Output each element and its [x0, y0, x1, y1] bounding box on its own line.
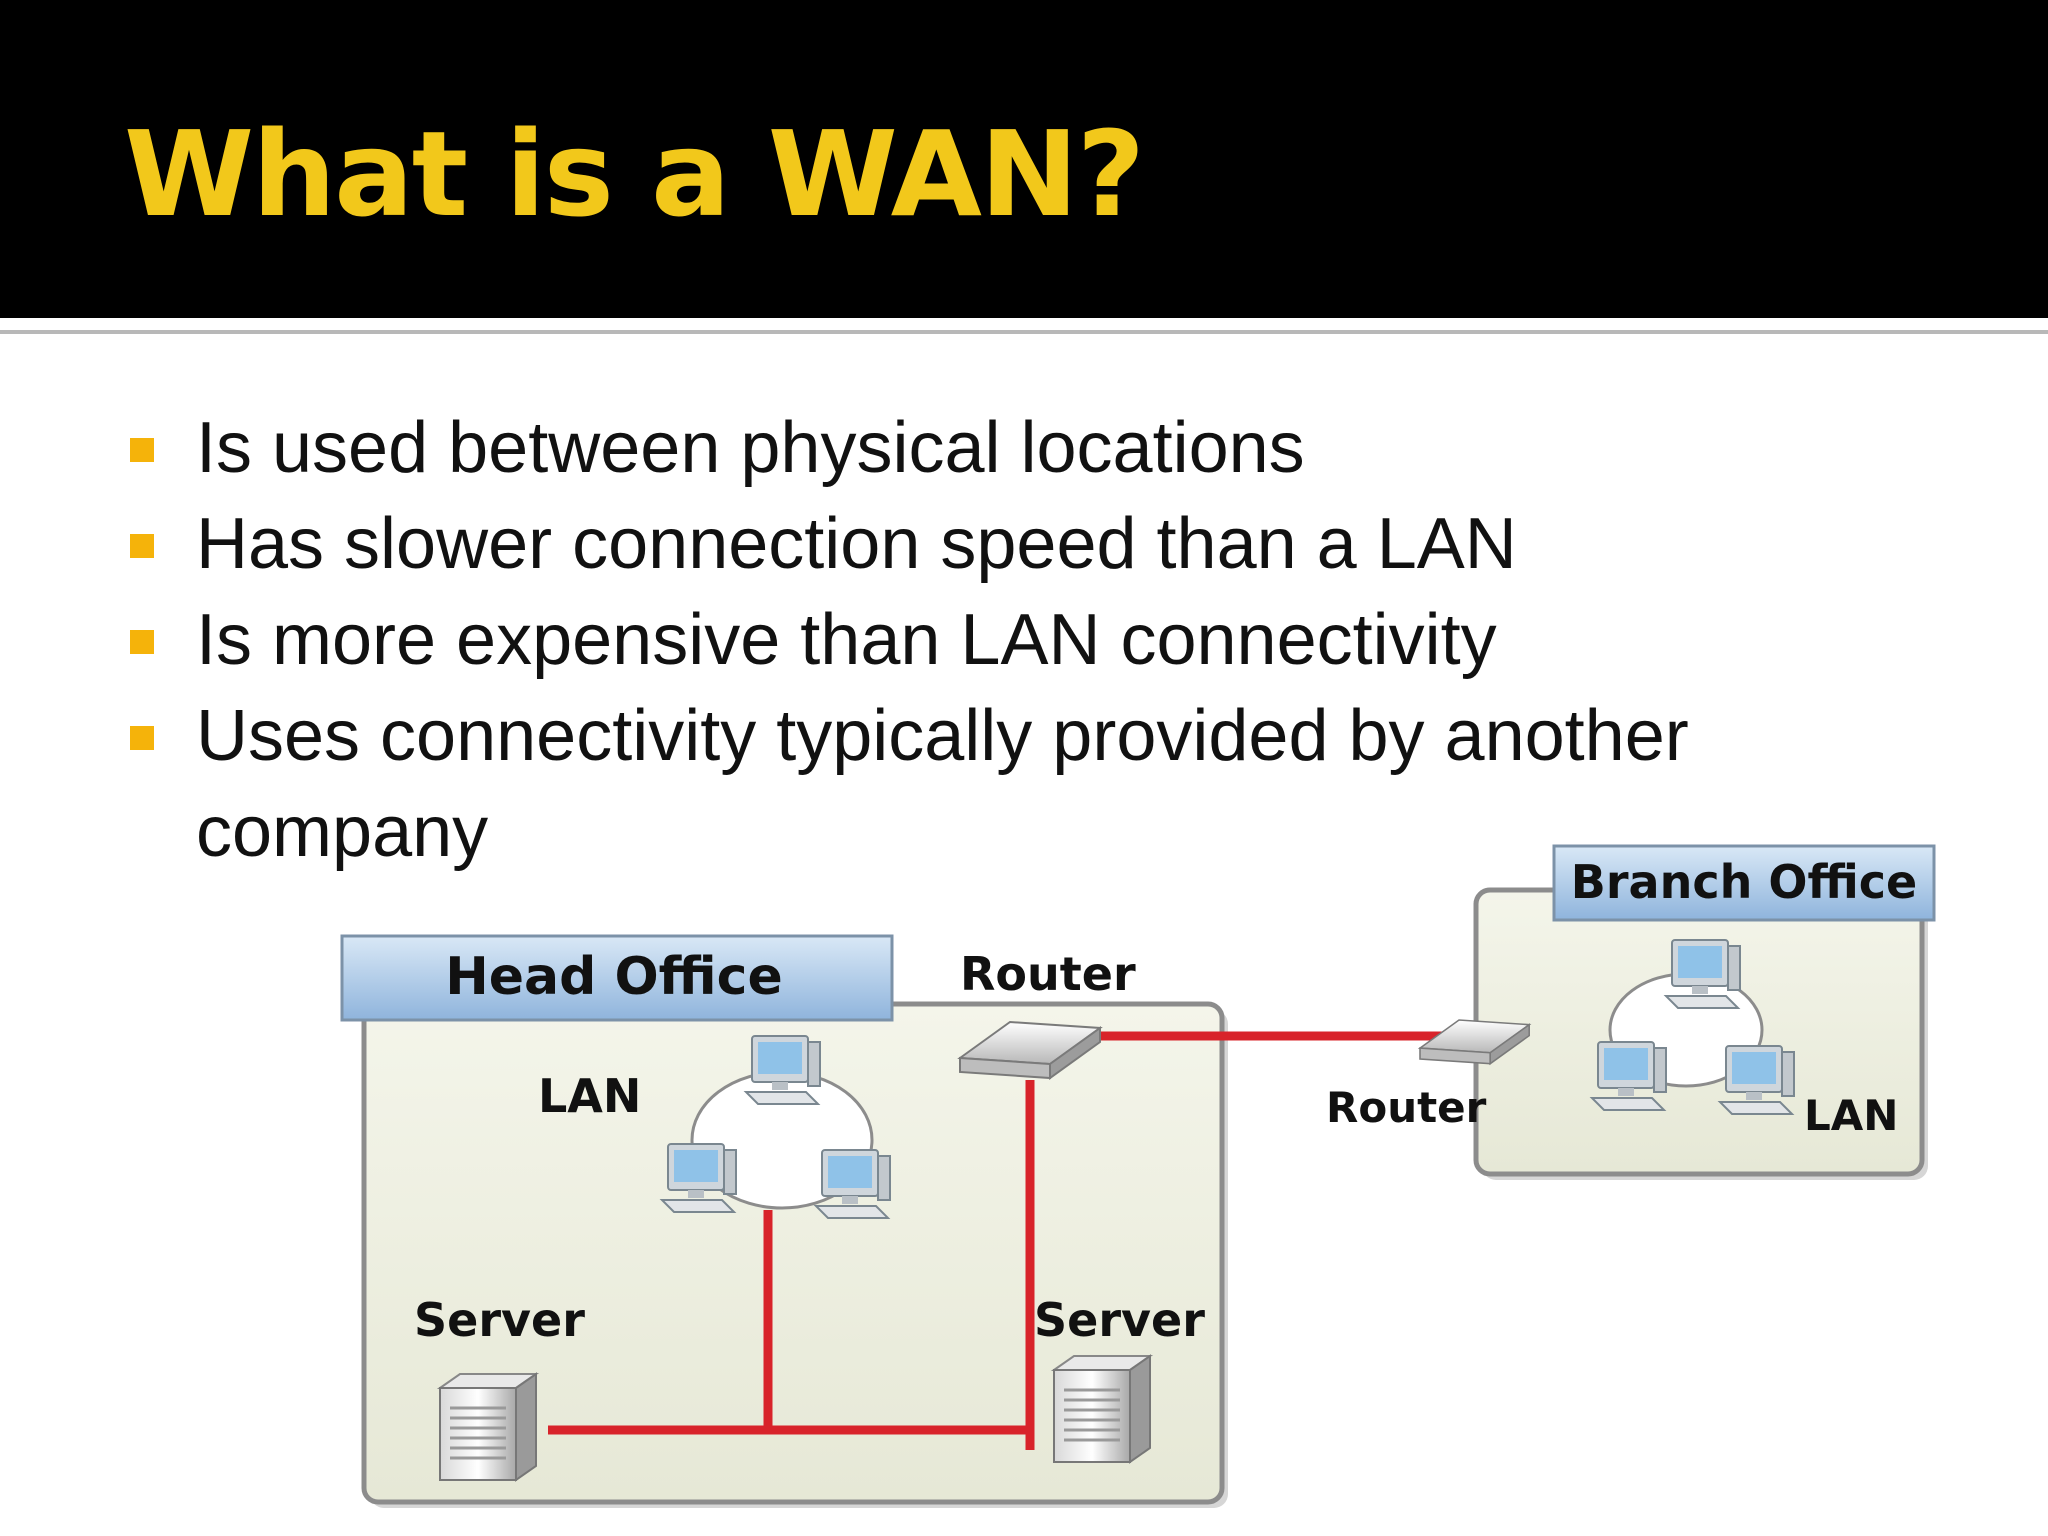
bullet-square-icon: [130, 726, 154, 750]
title-divider: [0, 318, 2048, 332]
title-divider-line: [0, 330, 2048, 334]
head-office-label: Head Office: [445, 947, 783, 1007]
bullet-item: Is more expensive than LAN connectivity: [124, 592, 1964, 688]
bullet-text: Is more expensive than LAN connectivity: [196, 600, 1497, 680]
head-office-lan-cloud: [690, 1070, 874, 1210]
server-right-icon: [1052, 1354, 1152, 1464]
bullet-text: Uses connectivity typically provided by …: [196, 696, 1689, 872]
bullet-item: Has slower connection speed than a LAN: [124, 496, 1964, 592]
head-office-router-label: Router: [960, 947, 1136, 1001]
bullet-square-icon: [130, 630, 154, 654]
branch-router-icon: [1419, 1019, 1530, 1065]
title-bar: [0, 0, 2048, 318]
bullet-text: Is used between physical locations: [196, 408, 1305, 488]
server-right-label: Server: [1034, 1293, 1205, 1347]
network-links: [548, 1031, 1453, 1450]
head-office-pcs: [661, 1035, 891, 1219]
head-office-router-icon: [959, 1021, 1101, 1079]
bullet-text: Has slower connection speed than a LAN: [196, 504, 1517, 584]
branch-router-label: Router: [1326, 1083, 1487, 1132]
bullet-square-icon: [130, 438, 154, 462]
branch-lan-label: LAN: [1804, 1091, 1898, 1140]
bullet-square-icon: [130, 534, 154, 558]
bullet-item: Is used between physical locations: [124, 400, 1964, 496]
branch-office-box: Branch Office: [1473, 844, 1936, 1180]
head-office-box: Head Office: [340, 934, 1228, 1508]
head-office-lan-label: LAN: [538, 1069, 641, 1123]
branch-lan-cloud: [1608, 972, 1764, 1088]
branch-pcs: [1591, 939, 1795, 1115]
bullet-item: Uses connectivity typically provided by …: [124, 688, 1964, 880]
server-left-icon: [438, 1372, 538, 1482]
bullet-list: Is used between physical locations Has s…: [124, 400, 1964, 880]
slide-title: What is a WAN?: [124, 105, 1145, 243]
server-left-label: Server: [414, 1293, 585, 1347]
